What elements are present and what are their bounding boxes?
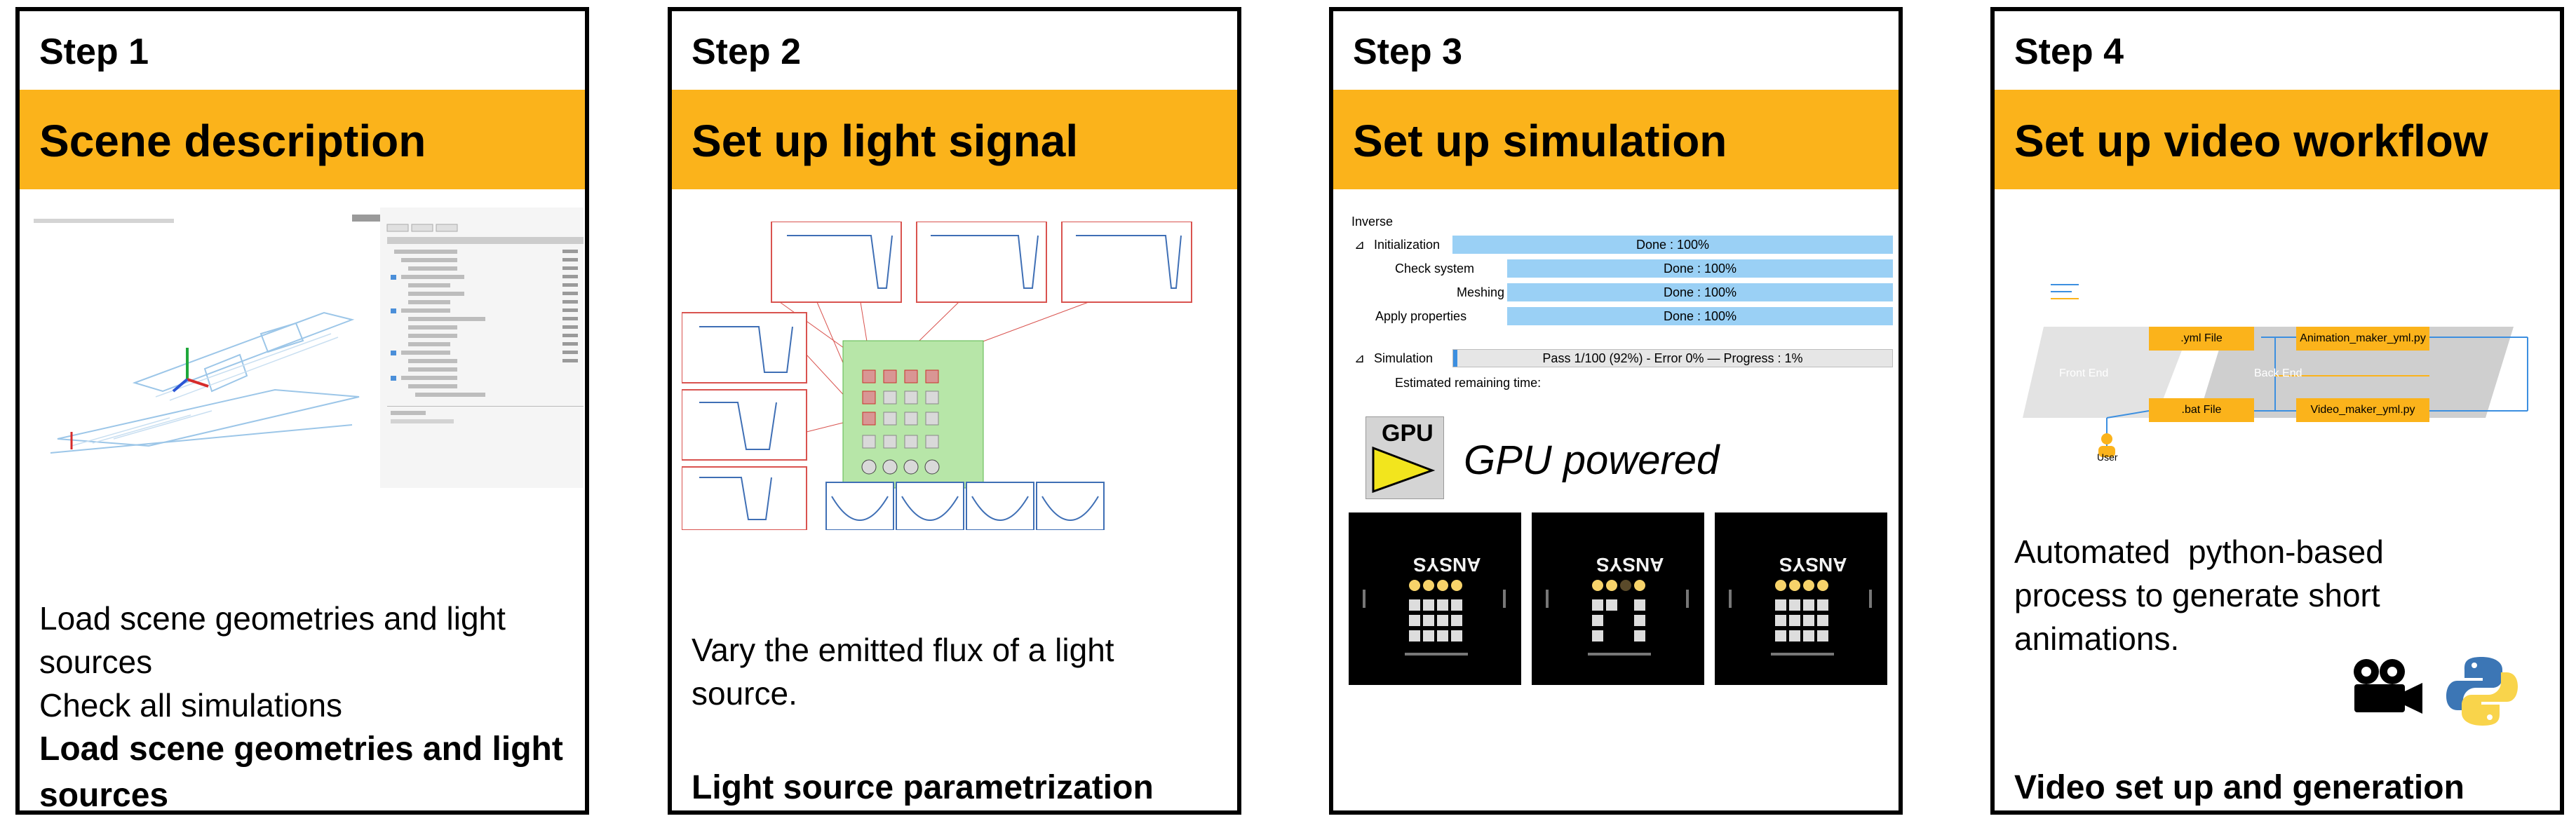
gpu-powered-text: GPU powered [1464,437,1720,483]
step-title: Set up simulation [1353,116,1727,166]
scene-3d-screenshot [29,208,584,488]
bat-file-box: .bat File [2149,398,2254,422]
description-line: Load scene geometries and light sources [39,600,506,680]
animation-script-box: Animation_maker_yml.py [2296,327,2429,351]
step-title: Set up light signal [692,116,1079,166]
step-description: Automated python-based process to genera… [2014,530,2547,660]
collapse-chevron-icon[interactable]: ⊿ [1354,351,1365,365]
step-title: Set up video workflow [2014,116,2488,166]
step-number: Step 3 [1353,32,1463,72]
yml-file-box: .yml File [2149,327,2254,351]
description-line: process to generate short [2014,577,2380,613]
step-footer: Video set up and generation [2014,769,2464,806]
step-footer: Light source parametrization [692,769,1154,806]
signal-plot-matrix [682,222,1192,530]
gpu-icon: GPU [1365,416,1444,499]
row-label: Meshing [1457,285,1505,299]
simulation-status: Pass 1/100 (92%) - Error 0% — Progress :… [1542,351,1803,365]
step-title: Scene description [39,116,426,166]
progress-bar: Done : 100% [1507,307,1893,325]
animation-thumbnail: ANSYS [1532,512,1704,685]
step-number: Step 2 [692,32,802,72]
simulation-label: Simulation [1374,351,1434,365]
title-band: Set up video workflow [1995,90,2560,189]
animation-thumbnail: ANSYS [1349,512,1521,685]
step-description: Vary the emitted flux of a light source. [692,628,1225,715]
simulation-progress-bar: Pass 1/100 (92%) - Error 0% — Progress :… [1452,349,1893,367]
movie-camera-icon [2354,659,2422,714]
title-band: Scene description [20,90,585,189]
progress-bar: Done : 100% [1507,283,1893,301]
description-line: animations. [2014,620,2180,657]
description-line: Check all simulations [39,687,343,724]
animation-thumbnail: ANSYS [1715,512,1887,685]
title-band: Set up light signal [672,90,1237,189]
title-band: Set up simulation [1333,90,1899,189]
step-card-1: Step 1 Scene description [15,7,589,815]
panel-header: Inverse [1351,215,1394,229]
row-label: Check system [1395,262,1475,276]
python-logo-icon [2446,657,2518,726]
step-card-4: Step 4 Set up video workflow Front End B… [1990,7,2564,815]
gpu-badge-text: GPU [1382,420,1434,447]
remaining-time: Estimated remaining time: [1395,376,1542,390]
video-script-box: Video_maker_yml.py [2296,398,2429,422]
description-line: Vary the emitted flux of a light source. [692,632,1114,712]
collapse-chevron-icon[interactable]: ⊿ [1354,238,1365,252]
row-label: Initialization [1374,238,1441,252]
progress-bar: Done : 100% [1452,236,1893,254]
workflow-diagram: Front End Back End .yml File .bat File A… [2023,278,2542,467]
step-card-3: Step 3 Set up simulation Inverse ⊿ Initi… [1329,7,1903,815]
step-number: Step 4 [2014,32,2124,72]
step-card-2: Step 2 Set up light signal [668,7,1241,815]
row-label: Apply properties [1375,309,1467,323]
description-line: Automated python-based [2014,534,2384,570]
step-footer: Load scene geometries and light sources [39,731,563,814]
step-number: Step 1 [39,32,149,72]
simulation-progress-fill [1453,350,1458,367]
user-label: User [2097,452,2118,463]
back-end-label: Back End [2254,367,2302,379]
step-description: Load scene geometries and light sources … [39,597,585,727]
progress-bar: Done : 100% [1507,259,1893,278]
front-end-label: Front End [2059,367,2109,379]
